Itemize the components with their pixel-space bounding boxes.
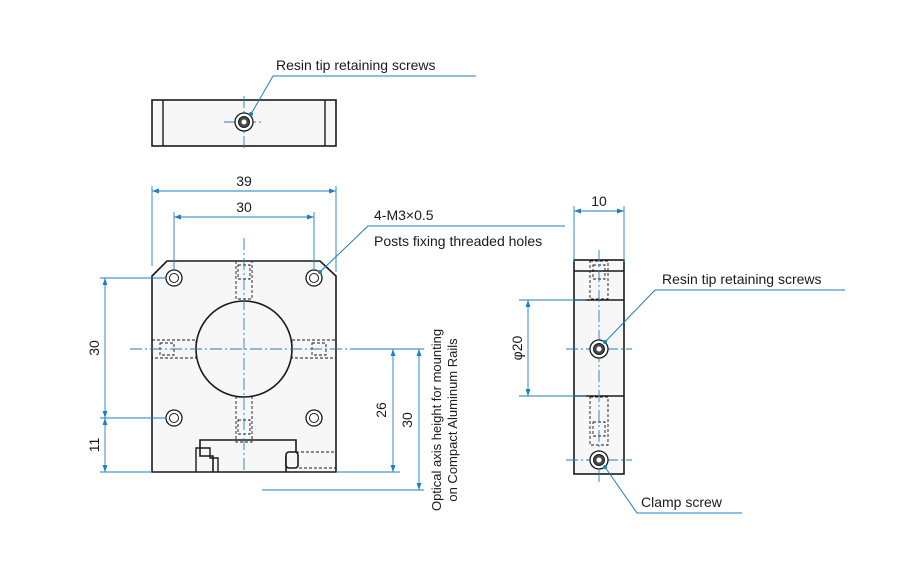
dim-hole-pitch-x-label: 30 <box>236 199 252 215</box>
hidden-bottom-channel <box>235 396 253 443</box>
dim-axis-to-base-label: 26 <box>373 402 389 418</box>
top-view <box>151 75 476 150</box>
post-hole-tr <box>305 269 323 287</box>
dim-hole-pitch-y-label: 30 <box>86 340 102 356</box>
dim-hole-pitch-y <box>100 277 166 419</box>
side-resin-screw-socket <box>596 346 602 352</box>
top-resin-callout: Resin tip retaining screws <box>276 57 436 73</box>
dim-bore-dia <box>519 299 586 397</box>
front-view <box>130 238 352 473</box>
dim-axis-height-label: 30 <box>399 412 415 428</box>
side-view <box>566 250 632 484</box>
post-hole-br <box>305 409 323 427</box>
clamp-leader <box>604 466 742 514</box>
dim-side-width-label: 10 <box>591 193 607 209</box>
dim-base-to-hole-label: 11 <box>86 438 102 453</box>
clamp-screw-socket <box>596 457 602 463</box>
top-resin-leader <box>250 75 476 115</box>
hidden-clamp-channel <box>295 451 337 469</box>
dim-bore-dia-label: φ20 <box>509 335 525 360</box>
axis-height-note-line2: on Compact Aluminum Rails <box>445 338 460 502</box>
holes-leader-dot <box>318 270 322 274</box>
clamp-screw-head <box>285 451 299 469</box>
side-resin-leader <box>604 289 845 343</box>
dim-axis-to-base <box>336 348 424 473</box>
top-resin-leader-dot <box>249 112 253 116</box>
post-hole-bl <box>165 409 183 427</box>
dim-base-to-hole <box>100 418 152 473</box>
axis-height-note-line1: Optical axis height for mounting <box>429 329 444 511</box>
side-resin-leader-dot <box>603 340 607 344</box>
dim-hole-pitch-x <box>173 212 315 270</box>
post-hole-tl <box>165 269 183 287</box>
top-resin-screw-socket <box>241 119 247 125</box>
dim-axis-height <box>262 349 424 491</box>
holes-desc-callout: Posts fixing threaded holes <box>374 233 542 249</box>
dim-side-width <box>573 206 625 262</box>
dim-overall-width <box>151 186 337 272</box>
dim-overall-width-label: 39 <box>236 173 252 189</box>
clamp-callout: Clamp screw <box>641 494 723 510</box>
rail-slot-left <box>195 447 219 472</box>
holes-spec-callout: 4-M3×0.5 <box>374 207 434 223</box>
clamp-leader-dot <box>603 465 607 469</box>
side-resin-callout: Resin tip retaining screws <box>662 271 822 287</box>
holes-leader <box>319 225 565 273</box>
